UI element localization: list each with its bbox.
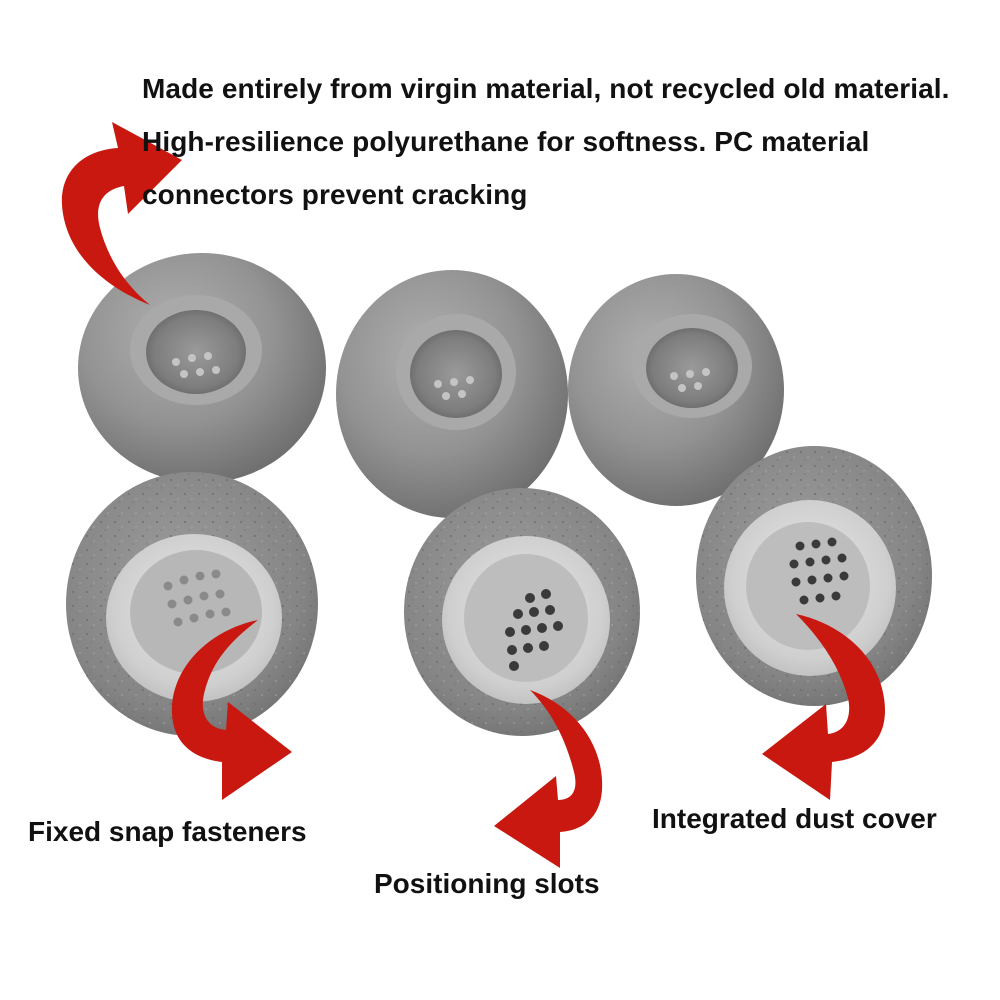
- earbud-tip-bottom-center: [404, 488, 640, 736]
- headline-text: Made entirely from virgin material, not …: [142, 62, 992, 221]
- dust-cover-label: Integrated dust cover: [652, 803, 937, 834]
- snap-fasteners-label: Fixed snap fasteners: [28, 816, 307, 847]
- positioning-slots-label: Positioning slots: [374, 868, 600, 899]
- arrow-dust-icon: [762, 614, 885, 800]
- earbud-tip-top-center: [336, 270, 568, 518]
- earbud-tip-bottom-right: [696, 446, 932, 706]
- earbud-tip-top-left: [78, 253, 326, 483]
- headline-line-2: High-resilience polyurethane for softnes…: [142, 126, 870, 157]
- arrow-top-icon: [61, 122, 182, 305]
- headline-line-3: connectors prevent cracking: [142, 179, 528, 210]
- arrow-snap-icon: [171, 620, 292, 800]
- headline-line-1: Made entirely from virgin material, not …: [142, 73, 950, 104]
- earbud-tip-bottom-left: [66, 472, 318, 736]
- earbud-tip-top-right: [568, 274, 784, 506]
- arrow-slots-icon: [494, 690, 603, 868]
